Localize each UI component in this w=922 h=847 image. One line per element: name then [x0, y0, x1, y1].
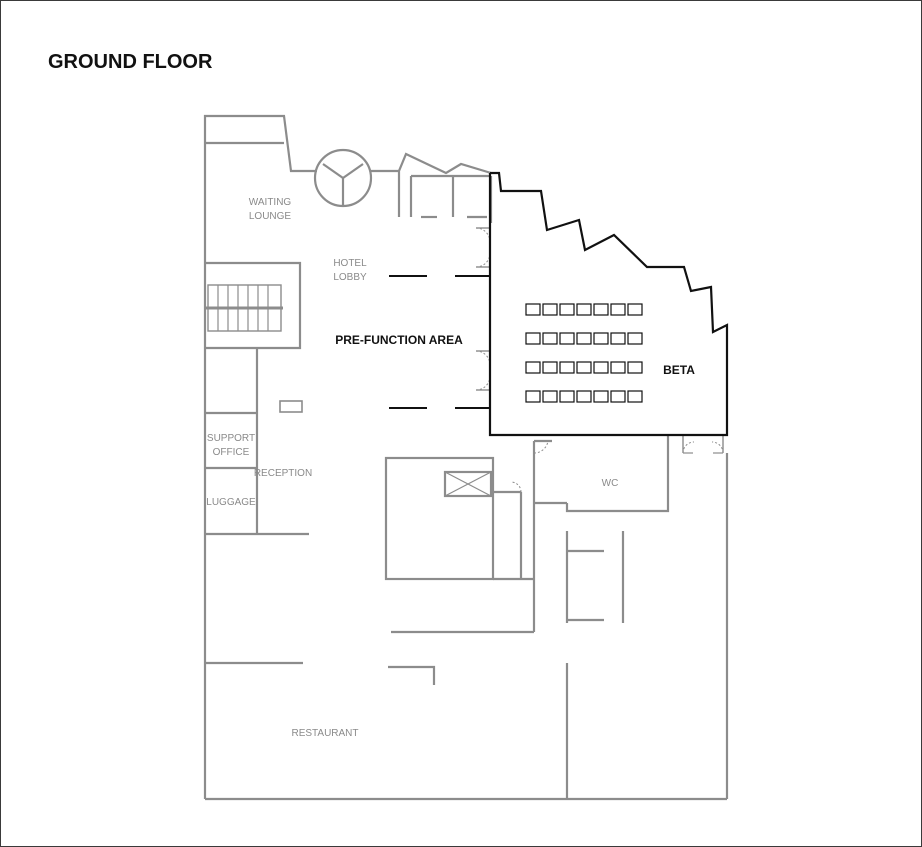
hotel-lobby-label-line1: HOTEL [333, 258, 367, 269]
beta-seat [627, 303, 643, 316]
beta-seat [610, 390, 626, 403]
beta-seat [576, 303, 592, 316]
reception-desk-icon [279, 400, 303, 413]
beta-seat [559, 332, 575, 345]
support-office-label-line2: OFFICE [213, 447, 250, 458]
porch-wall [397, 152, 492, 217]
beta-seat [593, 361, 609, 374]
beta-seating [525, 303, 643, 403]
lift-cross-b [444, 471, 492, 497]
luggage-label: LUGGAGE [206, 497, 256, 508]
beta-seat [542, 332, 558, 345]
beta-seat [576, 390, 592, 403]
reception-label: RECEPTION [254, 468, 312, 479]
waiting-lounge-label-line2: LOUNGE [249, 211, 292, 222]
floor-title: GROUND FLOOR [48, 51, 213, 73]
beta-room-outline [488, 171, 729, 437]
wc-wall [565, 435, 670, 513]
lift-box [443, 470, 493, 498]
wc-label: WC [602, 478, 619, 489]
beta-seat [525, 361, 541, 374]
entrance-wall [203, 114, 317, 173]
staircase-room [205, 261, 302, 350]
beta-seat [627, 361, 643, 374]
beta-seat [542, 390, 558, 403]
core-room [384, 456, 495, 581]
support-office-label-line1: SUPPORT [207, 433, 255, 444]
beta-seat [593, 303, 609, 316]
beta-seat [610, 303, 626, 316]
beta-seat [627, 390, 643, 403]
beta-label: BETA [663, 363, 695, 377]
wc-door-swing [533, 440, 549, 454]
beta-seat [559, 303, 575, 316]
beta-seat [525, 303, 541, 316]
beta-seat [559, 390, 575, 403]
hotel-lobby-label-line2: LOBBY [333, 272, 367, 283]
revolving-door-icon [313, 148, 373, 208]
beta-seat [627, 332, 643, 345]
staircase-icon [206, 284, 283, 332]
waiting-lounge-label-line1: WAITING [249, 197, 292, 208]
beta-seat [542, 303, 558, 316]
beta-entry-doors [475, 227, 491, 391]
beta-seat [525, 332, 541, 345]
beta-seat [610, 361, 626, 374]
exit-doors [682, 435, 724, 454]
beta-seat [576, 361, 592, 374]
beta-seat [576, 332, 592, 345]
beta-seat [593, 390, 609, 403]
restaurant-partition [388, 665, 436, 685]
beta-seat [525, 390, 541, 403]
beta-seat [610, 332, 626, 345]
beta-seat [542, 361, 558, 374]
restaurant-label: RESTAURANT [291, 728, 358, 739]
pre-function-area-label: PRE-FUNCTION AREA [335, 333, 463, 347]
core-door-swing [510, 481, 522, 493]
beta-seat [593, 332, 609, 345]
pre-function-doors [389, 275, 490, 409]
beta-seat [559, 361, 575, 374]
